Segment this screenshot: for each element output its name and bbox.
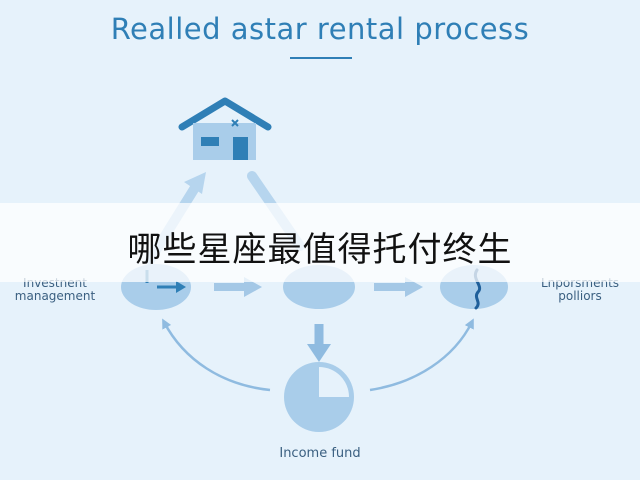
pie-chart-icon [284,362,354,432]
title-underline [290,57,352,59]
portfolio-label-line2: polliors [558,289,602,303]
page-title: Realled astar rental process [110,12,530,46]
arrow-down [307,324,331,362]
curve-arrow-left [162,318,271,392]
house-icon [178,97,272,160]
investment-label-line2: management [14,289,96,303]
overlay-banner [0,203,640,282]
arrow-middle-to-right [374,277,423,297]
income-fund-label: Income fund [279,446,361,461]
curve-arrow-right [369,318,474,392]
arrow-left-to-middle [214,277,262,297]
overlay-banner-text: 哪些星座最值得托付终生 [127,230,513,270]
